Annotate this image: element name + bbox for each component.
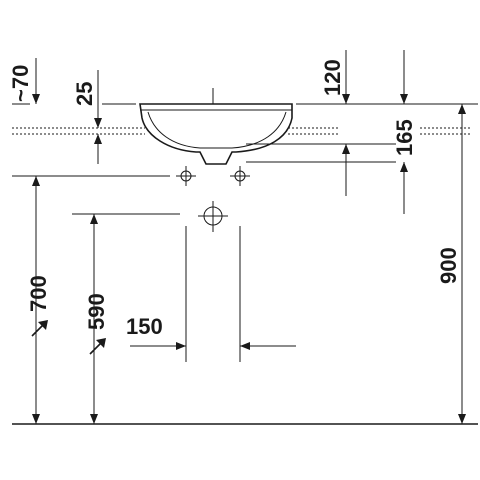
- supply-connection-right: [230, 166, 250, 186]
- dim-590: 590: [84, 293, 109, 330]
- washbasin: [139, 88, 293, 165]
- dim-approx-70: ~70: [8, 65, 33, 102]
- dim-120: 120: [320, 59, 345, 96]
- dim-900: 900: [436, 247, 461, 284]
- approx-arrow-700: [31, 320, 48, 337]
- approx-arrow-590: [89, 338, 106, 355]
- waste-connection: [198, 201, 228, 232]
- supply-connection-left: [176, 166, 196, 186]
- dim-150: 150: [126, 314, 163, 339]
- dim-700: 700: [26, 275, 51, 312]
- dim-165: 165: [392, 119, 417, 156]
- dim-25: 25: [72, 82, 97, 106]
